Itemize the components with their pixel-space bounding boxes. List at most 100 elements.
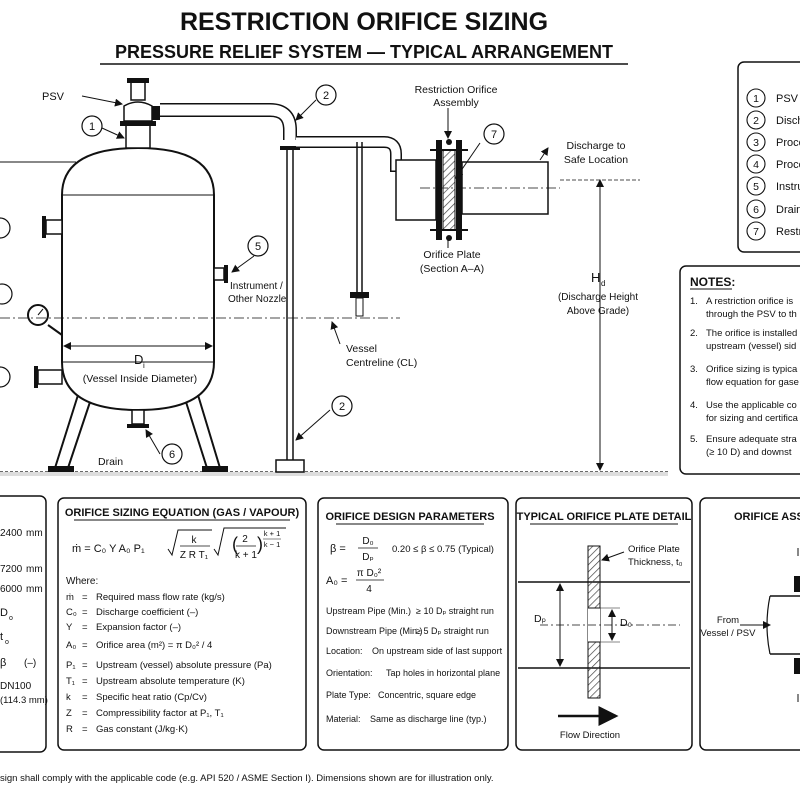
legend-text: Drain [776, 204, 800, 216]
param-value: ≥ 5 Dₚ straight run [416, 626, 489, 636]
assembly-from-2: Vessel / PSV [701, 628, 757, 639]
def-text: Expansion factor (–) [96, 622, 181, 633]
vd-sub: o [5, 639, 9, 646]
param-value: ≥ 10 Dₚ straight run [416, 606, 494, 616]
vessel-cl-label-2: Centreline (CL) [346, 357, 417, 369]
note-num: 1. [690, 296, 698, 307]
vessel-cl-label-1: Vessel [346, 343, 377, 355]
def-text: Required mass flow rate (kg/s) [96, 592, 225, 603]
svg-text:=: = [82, 708, 88, 719]
legend-items: 1 PSV 2 Disch 3 Proce 4 Proce 5 Instru 6… [746, 88, 800, 241]
def-sym: C₀ [66, 607, 77, 618]
plate-label-2: Thickness, t₀ [628, 557, 683, 568]
param-label: Location: [326, 646, 363, 656]
hd-symbol: H [591, 270, 600, 285]
legend-text: PSV [776, 93, 799, 105]
def-text: Upstream absolute temperature (K) [96, 676, 245, 687]
equation-panel [57, 497, 307, 751]
note-line: A restriction orifice is [706, 296, 793, 307]
vessel-data-rows: 2400 mm 7200 mm 6000 mm D o t o β (–) DN… [0, 528, 48, 706]
param-value: Tap holes in horizontal plane [386, 668, 500, 678]
vd-unit: mm [26, 584, 43, 595]
def-sym: Y [66, 622, 73, 633]
vd-value: (114.3 mm) [0, 695, 48, 706]
legend-num: 2 [753, 115, 759, 127]
vd-value: t [0, 631, 3, 643]
note-num: 4. [690, 400, 698, 411]
def-text: Gas constant (J/kg·K) [96, 724, 188, 735]
note-line: upstream (vessel) sid [706, 341, 796, 352]
drain-label: Drain [98, 456, 123, 468]
params-title: ORIFICE DESIGN PARAMETERS [325, 511, 494, 523]
callout-2a: 2 [323, 90, 329, 102]
legend-text: Proce [776, 159, 800, 171]
vd-value: β [0, 657, 6, 669]
beta-area-formulas: β = D₀ Dₚ 0.20 ≤ β ≤ 0.75 (Typical) A₀ =… [326, 536, 494, 595]
legend-text: Proce [776, 137, 800, 149]
discharge-label-2: Safe Location [564, 154, 628, 166]
vd-unit: mm [26, 564, 43, 575]
svg-text:k: k [192, 535, 198, 546]
legend-text: Disch [776, 115, 800, 127]
legend-box [737, 61, 800, 253]
param-label: Material: [326, 714, 361, 724]
legend-text: Restr [776, 226, 800, 238]
svg-text:): ) [257, 534, 263, 554]
param-label: Plate Type: [326, 690, 371, 700]
psv-label: PSV [42, 91, 65, 103]
vd-value: 6000 [0, 584, 23, 595]
note-line: Ensure adequate stra [706, 434, 798, 445]
orifice-assembly-elevation [395, 139, 560, 241]
def-text: Compressibility factor at P₁, T₁ [96, 708, 224, 719]
discharge-label-1: Discharge to [567, 140, 626, 152]
legend-num: 5 [753, 181, 759, 193]
svg-text:π D₀²: π D₀² [357, 568, 382, 579]
callout-7: 7 [491, 129, 497, 141]
instrument-label-1: Instrument / [230, 281, 283, 292]
note-line: through the PSV to th [706, 309, 797, 320]
footer-note: sign shall comply with the applicable co… [0, 773, 494, 784]
callout-5: 5 [255, 241, 261, 253]
def-sym: R [66, 724, 73, 735]
def-sym: ṁ [66, 592, 74, 603]
flow-direction-label: Flow Direction [560, 730, 620, 741]
callouts: 1 2 2 5 6 7 [0, 84, 505, 465]
def-text: Orifice area (m²) = π D₀² / 4 [96, 640, 212, 651]
hd-subscript: d [601, 279, 605, 288]
note-line: flow equation for gase [706, 377, 799, 388]
def-sym: Z [66, 708, 72, 719]
vessel-data-panel [0, 495, 47, 753]
ro-assembly-label-1: Restriction Orifice [415, 84, 498, 96]
equation-definitions: ṁ = Required mass flow rate (kg/s) C₀ = … [66, 592, 272, 735]
note-line: Orifice sizing is typica [706, 364, 798, 375]
legend-num: 3 [753, 137, 759, 149]
svg-text:=: = [82, 676, 88, 687]
def-text: Discharge coefficient (–) [96, 607, 198, 618]
def-sym: T₁ [66, 676, 75, 687]
legend-num: 6 [753, 204, 759, 216]
di-description: (Vessel Inside Diameter) [83, 373, 197, 385]
assembly-title: ORIFICE ASSE [734, 511, 800, 523]
note-line: Use the applicable co [706, 400, 797, 411]
svg-text:k − 1: k − 1 [264, 540, 280, 549]
note-line: The orifice is installed [706, 328, 797, 339]
hd-label-1: (Discharge Height [558, 292, 638, 303]
params-panel [317, 497, 509, 751]
notes-title: NOTES: [690, 275, 735, 289]
page-title: RESTRICTION ORIFICE SIZING [180, 8, 548, 36]
def-sym: k [66, 692, 71, 703]
svg-text:=: = [82, 607, 88, 618]
hd-label-2: Above Grade) [567, 306, 629, 317]
legend-text: Instru [776, 181, 800, 193]
svg-text:=: = [82, 640, 88, 651]
param-label: Upstream Pipe (Min.) [326, 606, 411, 616]
where-label: Where: [66, 576, 98, 587]
legend-num: 1 [753, 93, 759, 105]
discharge-piping [160, 103, 412, 473]
note-line: for sizing and certifica [706, 413, 799, 424]
param-value: Concentric, square edge [378, 690, 476, 700]
vd-sub: o [9, 615, 13, 622]
assembly-from-1: From [717, 615, 739, 626]
param-label: Downstream Pipe (Min.) [326, 626, 423, 636]
grade-hatch [0, 472, 668, 476]
